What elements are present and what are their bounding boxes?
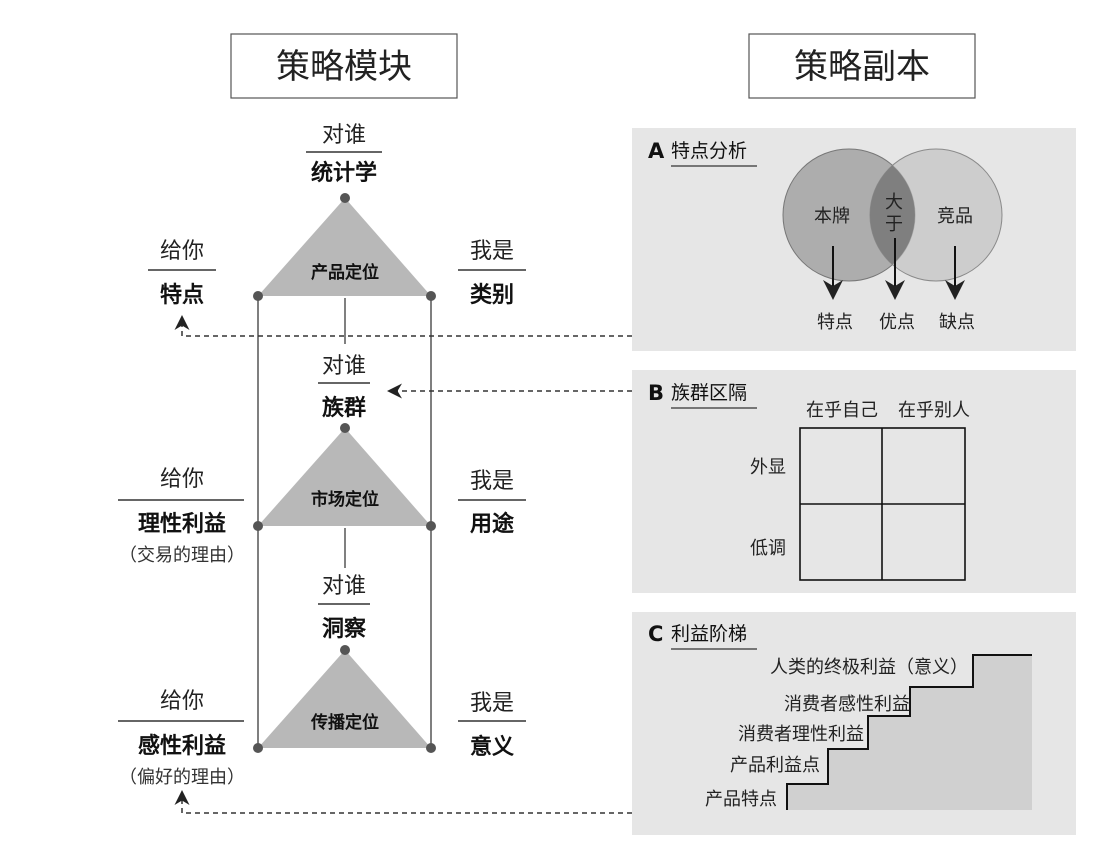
top-give-label: 给你: [160, 239, 204, 264]
triangle-label-product: 产品定位: [311, 262, 379, 283]
middle-give-note: （交易的理由）: [119, 545, 245, 566]
triangle-communication-positioning: 传播定位: [253, 645, 436, 753]
top-who-answer: 统计学: [311, 160, 377, 186]
bottom-who-label: 对谁: [322, 574, 366, 599]
left-title-box: 策略模块: [230, 33, 458, 99]
bottom-who-answer: 洞察: [322, 616, 367, 642]
top-who-label: 对谁: [322, 123, 366, 148]
bottom-iam-label: 我是: [470, 691, 514, 716]
middle-give-label: 给你: [160, 467, 204, 492]
triangle-market-positioning: 市场定位: [253, 423, 436, 531]
right-title: 策略副本: [794, 47, 930, 87]
middle-who-answer: 族群: [322, 395, 366, 421]
arrow-panel-c-to-emotional-benefit: [174, 790, 632, 814]
venn-own-brand-label: 本牌: [814, 206, 850, 227]
triangle-label-market: 市场定位: [311, 489, 379, 510]
top-iam-answer: 类别: [470, 282, 514, 308]
middle-iam-label: 我是: [470, 469, 514, 494]
triangle-product-positioning: 产品定位: [253, 193, 436, 301]
venn-competitor-label: 竞品: [937, 206, 973, 227]
benefit-ladder-outline: [786, 654, 1032, 810]
panel-b-background: [632, 370, 1076, 593]
bottom-give-answer: 感性利益: [138, 733, 226, 759]
venn-output-features: 特点: [817, 312, 853, 333]
bottom-iam-answer: 意义: [470, 734, 514, 760]
panel-b-heading: 族群区隔: [671, 382, 747, 404]
middle-who-label: 对谁: [322, 354, 366, 379]
left-title: 策略模块: [276, 47, 412, 87]
ladder-step-4: 消费者感性利益: [784, 694, 910, 715]
venn-overlap: [870, 165, 915, 265]
matrix-col-self: 在乎自己: [806, 400, 878, 421]
panel-a-letter: A: [648, 139, 665, 163]
benefit-ladder-fill: [787, 655, 1032, 810]
panel-b-letter: B: [648, 381, 664, 405]
panel-c-heading: 利益阶梯: [671, 623, 747, 645]
middle-give-answer: 理性利益: [138, 511, 226, 537]
bottom-give-note: （偏好的理由）: [119, 767, 245, 788]
venn-overlap-bottom-label: 于: [885, 214, 903, 235]
venn-overlap-top-label: 大: [885, 192, 903, 213]
top-iam-label: 我是: [470, 239, 514, 264]
panel-a-heading: 特点分析: [671, 140, 747, 162]
ladder-step-2: 产品利益点: [730, 755, 820, 776]
right-title-box: 策略副本: [748, 33, 976, 99]
panel-c-letter: C: [648, 622, 663, 646]
matrix-row-lowkey: 低调: [750, 538, 786, 559]
venn-output-advantages: 优点: [879, 312, 915, 333]
segmentation-matrix: [799, 427, 966, 581]
venn-output-disadvantages: 缺点: [939, 312, 975, 333]
ladder-step-5: 人类的终极利益（意义）: [770, 657, 968, 678]
ladder-step-1: 产品特点: [705, 789, 777, 810]
top-give-answer: 特点: [160, 282, 204, 308]
triangle-label-communication: 传播定位: [310, 712, 379, 733]
arrow-panel-a-to-features: [174, 315, 632, 337]
middle-iam-answer: 用途: [470, 511, 515, 537]
venn-diagram: [782, 148, 1003, 282]
matrix-col-others: 在乎别人: [898, 400, 970, 421]
bottom-give-label: 给你: [160, 689, 204, 714]
matrix-row-outgoing: 外显: [750, 457, 786, 478]
ladder-step-3: 消费者理性利益: [738, 724, 864, 745]
